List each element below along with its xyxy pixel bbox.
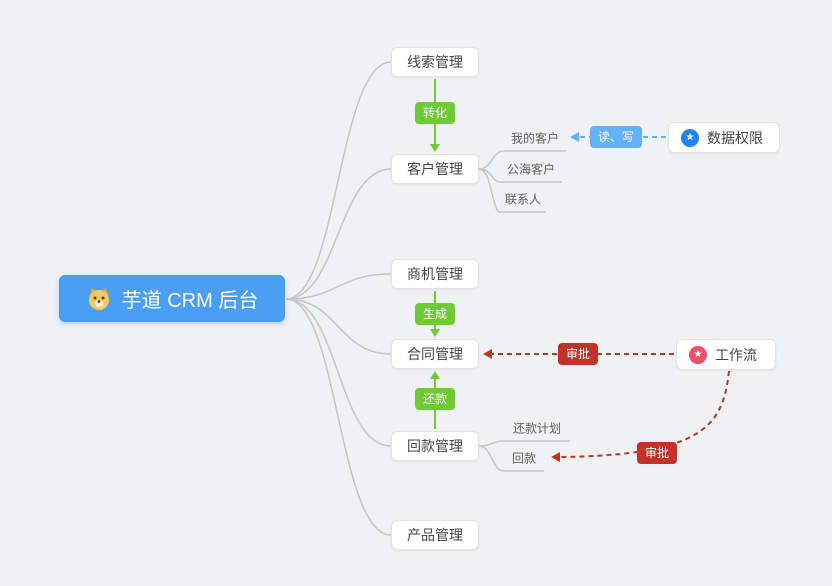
node-label: 产品管理 xyxy=(407,527,463,543)
node-label: 线索管理 xyxy=(407,54,463,70)
edge-root-receivable xyxy=(285,298,392,447)
arrowhead-receivable-to-contract xyxy=(430,371,440,379)
arrowhead-datapermission-to-mycustomer xyxy=(570,132,579,142)
node-product-management[interactable]: 产品管理 xyxy=(391,520,479,550)
node-data-permission[interactable]: ★ 数据权限 xyxy=(668,122,780,153)
node-label: 商机管理 xyxy=(407,266,463,282)
node-label: 客户管理 xyxy=(407,161,463,177)
node-label: 数据权限 xyxy=(707,129,763,146)
star-icon: ★ xyxy=(689,345,707,364)
node-label: 合同管理 xyxy=(407,346,463,362)
subitem-my-customers[interactable]: 我的客户 xyxy=(510,131,560,146)
badge-approve-contract: 审批 xyxy=(557,343,599,365)
dog-icon xyxy=(86,286,112,312)
arrowhead-workflow-to-contract xyxy=(483,349,492,359)
edge-root-contract xyxy=(285,298,392,355)
badge-repay: 还款 xyxy=(414,388,456,410)
node-receivable-management[interactable]: 回款管理 xyxy=(391,431,479,461)
badge-read-write: 读、写 xyxy=(589,126,643,148)
node-business-management[interactable]: 商机管理 xyxy=(391,259,479,289)
root-node-label: 芋道 CRM 后台 xyxy=(121,290,259,312)
badge-generate: 生成 xyxy=(414,303,456,325)
node-workflow[interactable]: ★ 工作流 xyxy=(676,339,776,370)
node-label: 工作流 xyxy=(715,346,757,363)
edge-root-clue xyxy=(285,61,392,300)
edge-root-product xyxy=(285,298,392,536)
arrowhead-business-to-contract xyxy=(430,329,440,337)
subitem-repayment-plan[interactable]: 还款计划 xyxy=(512,421,562,436)
node-label: 回款管理 xyxy=(407,438,463,454)
subitem-public-sea-customers[interactable]: 公海客户 xyxy=(506,162,556,177)
subitem-contacts[interactable]: 联系人 xyxy=(504,192,542,207)
edge-receivable-plan xyxy=(478,440,570,447)
node-contract-management[interactable]: 合同管理 xyxy=(391,339,479,369)
node-customer-management[interactable]: 客户管理 xyxy=(391,154,479,184)
badge-convert: 转化 xyxy=(414,102,456,124)
edge-root-business xyxy=(285,273,392,300)
edge-root-customer xyxy=(285,168,392,300)
star-icon: ★ xyxy=(681,128,699,147)
arrowhead-workflow-to-receipt xyxy=(551,452,560,462)
badge-approve-receipt: 审批 xyxy=(636,442,678,464)
root-node-crm-backend[interactable]: 芋道 CRM 后台 xyxy=(59,275,285,322)
node-clue-management[interactable]: 线索管理 xyxy=(391,47,479,77)
subitem-receipt[interactable]: 回款 xyxy=(511,451,537,466)
arrowhead-clue-to-customer xyxy=(430,144,440,152)
